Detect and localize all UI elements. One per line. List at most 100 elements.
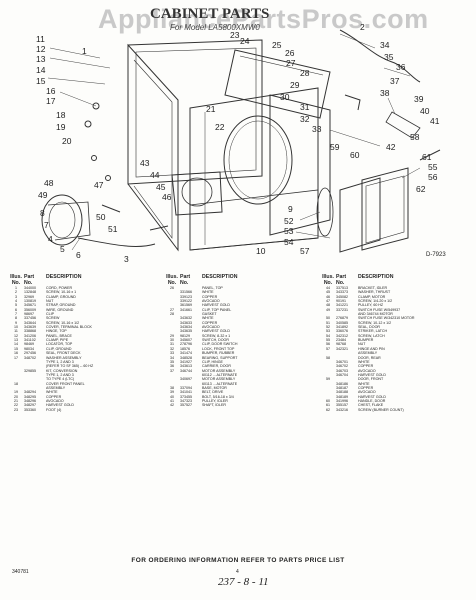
callout: 16	[46, 86, 56, 96]
part-no: 341474	[180, 351, 192, 356]
part-description: MOTOR ASSEMBLY	[202, 377, 236, 382]
part-no: 132848	[24, 290, 36, 295]
callout: 18	[56, 110, 66, 120]
illus-no: 57	[326, 346, 330, 351]
illus-no: 61	[326, 403, 330, 408]
callout: 47	[94, 180, 104, 190]
part-description: SCREW, 10-16 x 1	[46, 290, 77, 295]
illus-no: 54	[326, 333, 330, 338]
illus-no: 38	[170, 385, 174, 390]
callout: 24	[240, 36, 250, 46]
callout: 44	[150, 170, 160, 180]
part-no: 98469	[24, 342, 34, 347]
callout: 6	[76, 250, 81, 260]
illus-no: 31	[170, 342, 174, 347]
callout: 51	[108, 224, 118, 234]
callout: 45	[156, 182, 166, 192]
illus-no: 3	[15, 294, 17, 299]
part-description: SCREW, 8-32 x 1	[202, 333, 231, 338]
part-description: COPPER	[358, 364, 374, 369]
illus-no: 62	[326, 407, 330, 412]
part-no: 342321	[336, 346, 348, 351]
callout: 21	[206, 104, 216, 114]
part-description: SEAL, FRONT DECK	[46, 351, 81, 356]
part-no: 98129	[180, 333, 190, 338]
part-description: AVOCADO	[358, 368, 376, 373]
callout: 49	[38, 190, 48, 200]
part-no: 348189	[336, 394, 348, 399]
part-no: 355157	[336, 403, 348, 408]
illus-no: 48	[326, 303, 330, 308]
illus-no: 17	[14, 355, 18, 360]
motor	[41, 194, 83, 246]
part-no: 348528	[180, 355, 192, 360]
part-no: 331566	[180, 290, 192, 295]
part-description: SCREW	[46, 316, 60, 321]
parts-row: 60112 ... ALTERNATE	[164, 373, 314, 377]
part-description: 60112 ... ALTERNATE	[202, 372, 238, 377]
part-description: ASSEMBLY	[46, 385, 66, 390]
illus-no: 40	[170, 394, 174, 399]
door-front	[361, 167, 409, 251]
part-description: NUT	[46, 299, 54, 304]
part-no: 343634	[180, 325, 192, 330]
part-description: COPPER	[358, 385, 374, 390]
callout: 58	[410, 132, 420, 142]
illus-no: 59	[326, 377, 330, 382]
callout: 7	[44, 220, 49, 230]
cabinet-top-panel	[224, 49, 331, 119]
parts-row: ASSEMBLY	[8, 386, 158, 390]
callout: 61	[422, 152, 432, 162]
part-no: 336076	[336, 329, 348, 334]
callout: 59	[330, 142, 340, 152]
illus-no: 56	[326, 342, 330, 347]
illus-no: 52	[326, 325, 330, 330]
callout: 2	[360, 22, 365, 32]
callout: 62	[416, 184, 426, 194]
document-number: 340781	[12, 569, 29, 575]
handwritten-note: 237 - 8 - 11	[218, 576, 269, 588]
part-description: STRAP, GROUND	[46, 303, 76, 308]
illus-no: 12	[14, 333, 18, 338]
illus-no: 50	[326, 316, 330, 321]
callout: 50	[96, 212, 106, 222]
power-cord	[339, 29, 421, 83]
illus-no: 15	[14, 346, 18, 351]
column-header: Illus. No. Part No. DESCRIPTION	[10, 274, 82, 286]
illus-no: 45	[326, 290, 330, 295]
illus-no: 21	[14, 398, 18, 403]
callout: 10	[256, 246, 266, 256]
part-description: SWITCH, DOOR	[202, 338, 229, 343]
part-no: 348186	[336, 381, 348, 386]
part-no: 348188	[336, 390, 348, 395]
part-no: 341206	[24, 333, 36, 338]
part-no: 339122	[180, 299, 192, 304]
callout: 57	[300, 246, 310, 256]
callout: 13	[36, 54, 46, 64]
part-description: LOCK, FRONT TOP	[202, 346, 235, 351]
